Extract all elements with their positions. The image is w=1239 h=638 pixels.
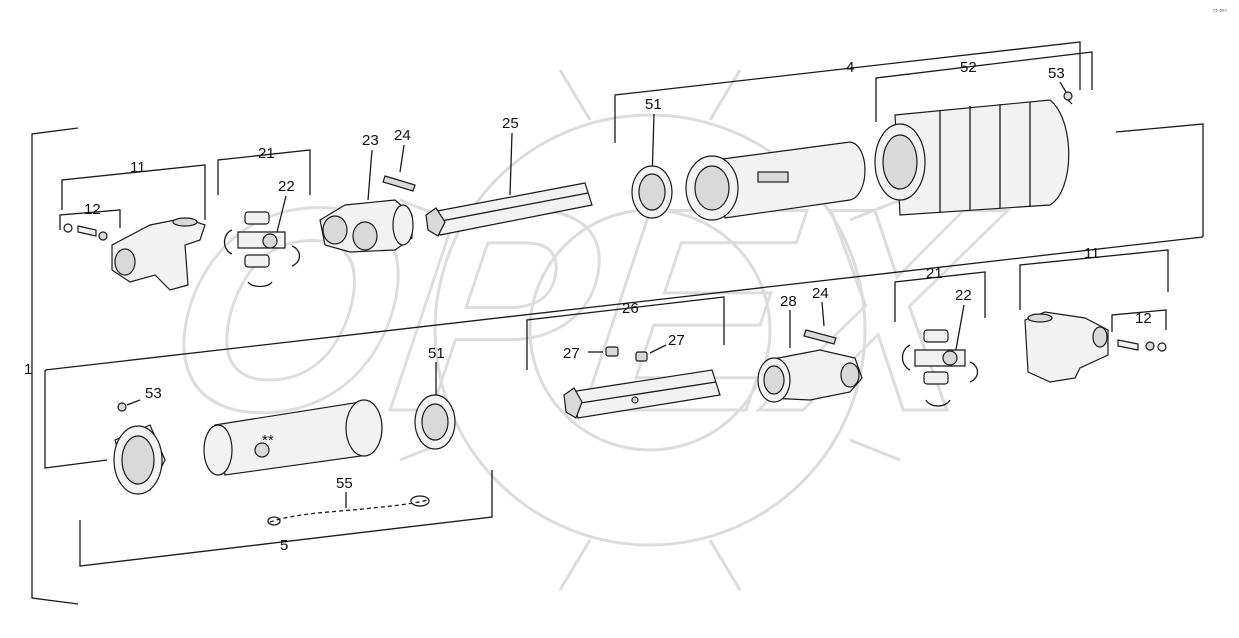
bolt-right — [1117, 339, 1167, 352]
label-27-left: 27 — [563, 345, 580, 362]
profile-tube-26 — [563, 369, 721, 419]
yoke-right — [1024, 311, 1109, 383]
label-22-right: 22 — [955, 287, 972, 304]
label-26: 26 — [622, 300, 639, 317]
label-11-left: 11 — [130, 159, 146, 176]
bracket-26 — [526, 296, 725, 370]
label-stars: ** — [262, 432, 274, 449]
leader-53-lower — [126, 399, 141, 406]
pin-24-lower — [803, 329, 837, 345]
guard-tube-lower — [203, 399, 383, 476]
label-12-right: 12 — [1135, 310, 1152, 327]
label-53-upper: 53 — [1048, 65, 1065, 82]
guard-cone-52 — [874, 99, 1070, 216]
guard-cone-lower — [113, 424, 166, 495]
bracket-assembly-1 — [31, 123, 1204, 605]
label-23: 23 — [362, 132, 379, 149]
label-55: 55 — [336, 475, 353, 492]
screw-53-upper — [1063, 91, 1073, 105]
label-4: 4 — [846, 59, 854, 76]
leader-23 — [367, 149, 373, 201]
label-24-upper: 24 — [394, 127, 411, 144]
slide-yoke-23 — [319, 199, 414, 253]
label-52: 52 — [960, 59, 977, 76]
chain-55 — [267, 495, 430, 526]
bracket-11-right — [1019, 249, 1169, 310]
label-5: 5 — [280, 537, 288, 554]
leader-27-right — [649, 344, 667, 354]
leader-25 — [509, 132, 513, 196]
yoke-28 — [757, 349, 863, 403]
leader-53-upper — [1059, 81, 1067, 93]
label-53-lower: 53 — [145, 385, 162, 402]
label-51-lower: 51 — [428, 345, 445, 362]
leader-22-right — [954, 304, 965, 356]
set-screw-27-right — [635, 351, 648, 362]
label-22-left: 22 — [278, 178, 295, 195]
bracket-12-right — [1111, 309, 1167, 332]
label-25: 25 — [502, 115, 519, 132]
bracket-5 — [79, 470, 493, 567]
yoke-left — [111, 217, 206, 291]
label-21-right: 21 — [926, 265, 943, 282]
bracket-11-left — [61, 164, 206, 220]
leader-24-lower — [821, 301, 825, 327]
guard-bearing-51-upper — [631, 165, 673, 219]
cross-joint-right — [901, 329, 979, 407]
profile-tube-25 — [425, 182, 593, 237]
corner-code: ₂₅ ₀₀₀ — [1213, 7, 1227, 13]
bolt-left — [63, 223, 108, 241]
bracket-4 — [614, 41, 1081, 143]
guard-bearing-51-lower — [414, 394, 456, 450]
label-24-lower: 24 — [812, 285, 829, 302]
bracket-21-left — [217, 149, 311, 195]
guard-tube-outer — [685, 141, 866, 221]
screw-53-lower — [117, 402, 127, 412]
row-frames — [44, 236, 1204, 469]
label-21-left: 21 — [258, 145, 275, 162]
bracket-12-left — [59, 209, 121, 230]
label-28: 28 — [780, 293, 797, 310]
label-27-right: 27 — [668, 332, 685, 349]
bracket-52 — [875, 51, 1093, 122]
label-51-upper: 51 — [645, 96, 662, 113]
bracket-21-right — [894, 271, 986, 322]
label-1: 1 — [24, 361, 32, 378]
pin-24-upper — [382, 175, 416, 192]
set-screw-27-left — [605, 346, 619, 357]
leader-24-upper — [399, 144, 405, 173]
label-11-right: 11 — [1084, 245, 1100, 262]
cross-joint-left — [223, 211, 301, 288]
label-12-left: 12 — [84, 201, 101, 218]
